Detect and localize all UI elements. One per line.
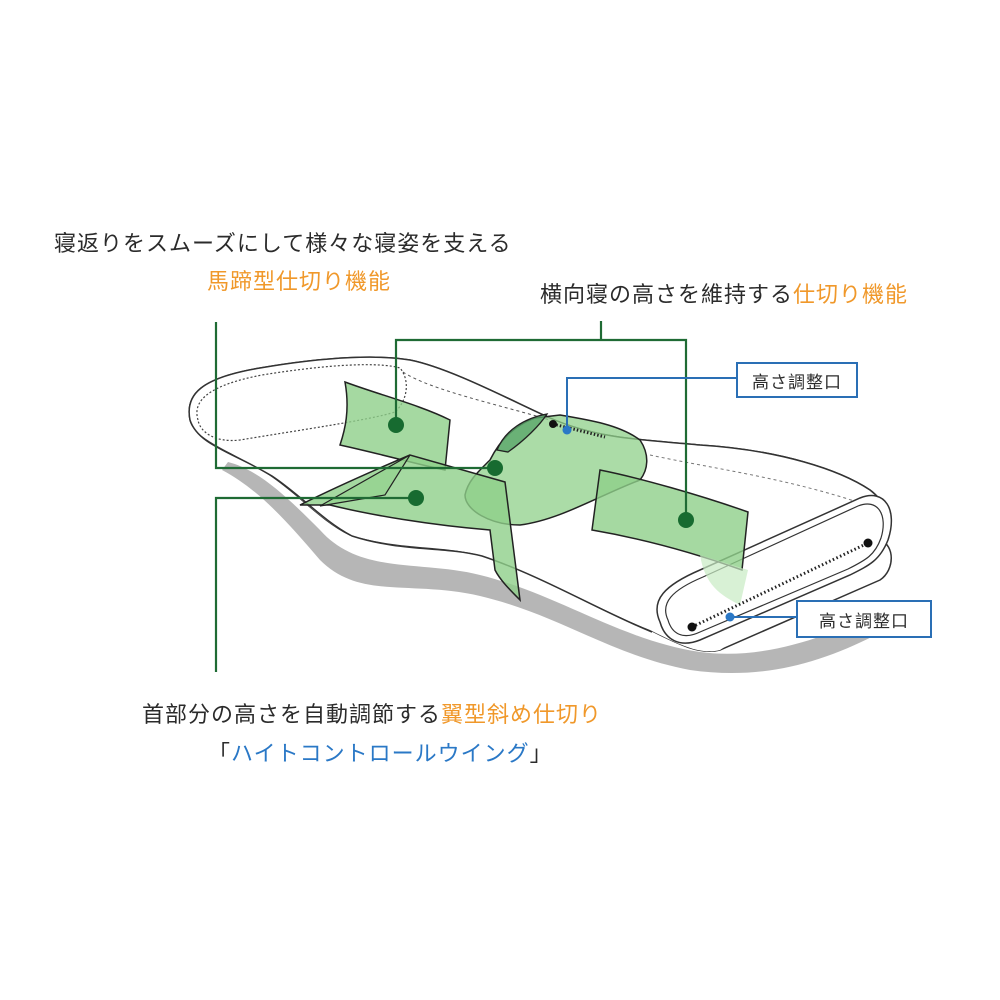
horseshoe-caption-line1: 寝返りをスムーズにして様々な寝姿を支える [54, 232, 512, 257]
right-end-roll [656, 494, 893, 644]
partition-markers [388, 417, 694, 528]
side-sleep-caption-prefix: 横向寝の高さを維持する [540, 283, 794, 308]
side-sleep-caption: 横向寝の高さを維持する仕切り機能 [540, 285, 908, 307]
wing-caption-line2: 「ハイトコントロールウイング」 [208, 744, 553, 766]
pillow-shadow [222, 462, 885, 674]
leader-lines-blue [566, 377, 796, 618]
height-port-bottom-label: 高さ調整口 [796, 600, 932, 638]
wing-caption-line1: 首部分の高さを自動調節する翼型斜め仕切り [142, 705, 602, 727]
wing-caption-prefix: 首部分の高さを自動調節する [142, 703, 442, 728]
side-sleep-caption-highlight: 仕切り機能 [793, 283, 909, 308]
wing-caption-highlight: 翼型斜め仕切り [441, 703, 603, 728]
wing-bracket-close: 」 [529, 742, 553, 767]
wing-bracket-open: 「 [208, 742, 232, 767]
wing-product-name: ハイトコントロールウイング [231, 742, 530, 767]
height-port-top-label: 高さ調整口 [736, 362, 858, 398]
left-lobe-dotted [196, 364, 407, 442]
horseshoe-caption-line2: 馬蹄型仕切り機能 [207, 270, 392, 295]
leader-lines-green [214, 321, 688, 672]
